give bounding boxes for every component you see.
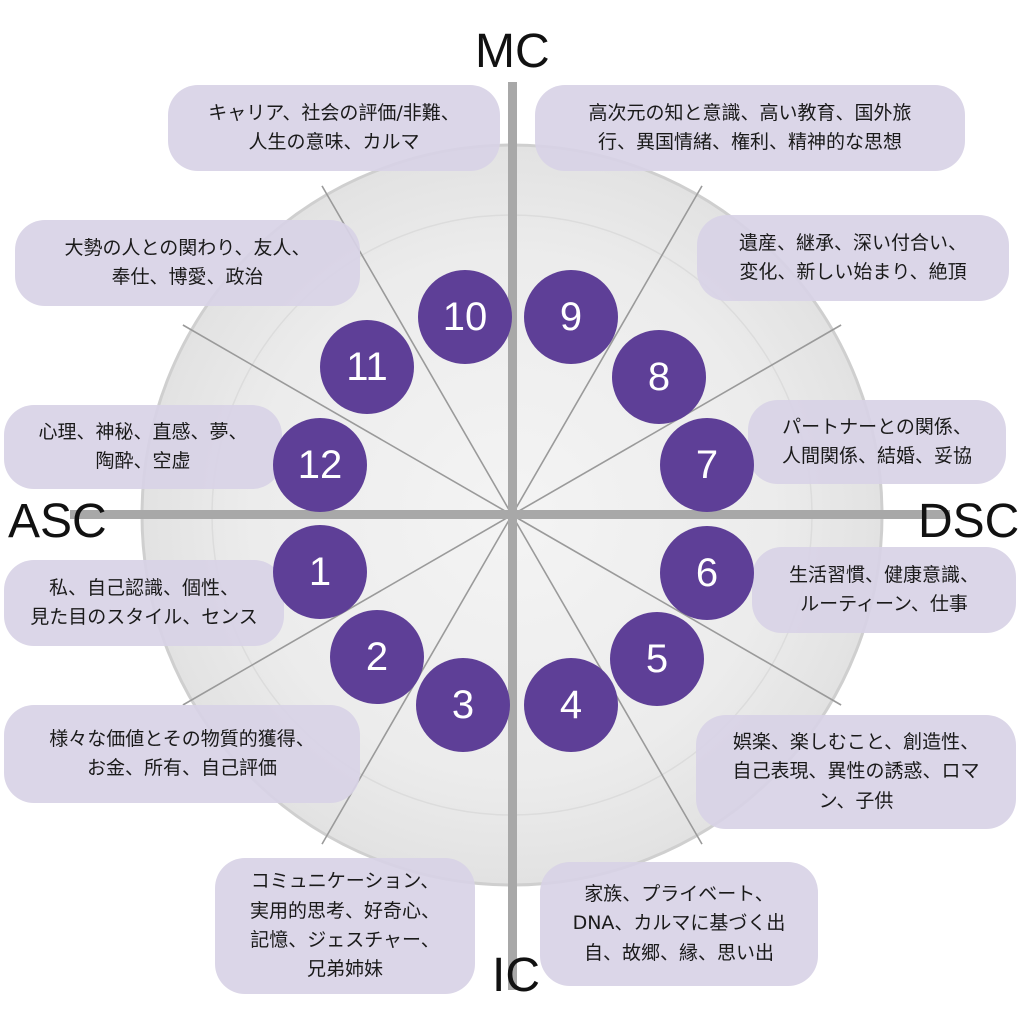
house-12-description: 心理、神秘、直感、夢、 陶酔、空虚 <box>4 405 282 489</box>
asc-dsc-axis-line <box>70 510 950 519</box>
house-6-line: 生活習慣、健康意識、 <box>788 563 979 586</box>
house-11-description: 大勢の人との関わり、友人、 奉仕、博愛、政治 <box>15 220 360 306</box>
house-9-line: 高次元の知と意識、高い教育、国外旅 <box>588 101 912 124</box>
house-divider-line <box>511 514 842 706</box>
house-3-description: コミュニケーション、 実用的思考、好奇心、 記憶、ジェスチャー、 兄弟姉妹 <box>215 858 475 994</box>
house-1-line: 私、自己認識、個性、 <box>48 576 239 599</box>
axis-label-asc: ASC <box>8 495 107 548</box>
house-4-line: 家族、プライベート、 <box>584 882 774 905</box>
house-3-line: コミュニケーション、 <box>250 870 440 893</box>
house-6-line: ルーティーン、仕事 <box>800 593 968 615</box>
house-number-11: 11 <box>320 320 414 414</box>
house-number-6: 6 <box>660 526 754 620</box>
axis-label-ic: IC <box>492 949 540 1002</box>
house-3-line: 兄弟姉妹 <box>306 958 383 981</box>
mc-ic-axis-line <box>508 82 517 990</box>
house-7-line: パートナーとの関係、 <box>782 415 972 438</box>
house-12-line: 心理、神秘、直感、夢、 <box>38 420 248 443</box>
house-number-2: 2 <box>330 610 424 704</box>
house-10-line: 人生の意味、カルマ <box>248 131 420 153</box>
axis-label-mc: MC <box>475 25 550 78</box>
house-number-3: 3 <box>416 658 510 752</box>
house-1-description: 私、自己認識、個性、 見た目のスタイル、センス <box>4 560 284 646</box>
house-number-7: 7 <box>660 418 754 512</box>
house-number-5: 5 <box>610 612 704 706</box>
house-5-line: ン、子供 <box>818 789 894 812</box>
house-10-line: キャリア、社会の評価/非難、 <box>208 101 460 124</box>
house-8-description: 遺産、継承、深い付合い、 変化、新しい始まり、絶頂 <box>697 215 1009 301</box>
house-10-description: キャリア、社会の評価/非難、 人生の意味、カルマ <box>168 85 500 171</box>
house-2-line: 様々な価値とその物質的獲得、 <box>49 727 315 750</box>
house-7-description: パートナーとの関係、 人間関係、結婚、妥協 <box>748 400 1006 484</box>
house-5-line: 自己表現、異性の誘惑、ロマ <box>732 760 980 783</box>
house-number-9: 9 <box>524 270 618 364</box>
house-number-1: 1 <box>273 525 367 619</box>
house-number-10: 10 <box>418 270 512 364</box>
house-12-line: 陶酔、空虚 <box>95 450 191 472</box>
house-7-line: 人間関係、結婚、妥協 <box>781 445 972 467</box>
house-5-line: 娯楽、楽しむこと、創造性、 <box>732 730 980 753</box>
axis-label-dsc: DSC <box>918 495 1020 548</box>
house-4-line: 自、故郷、縁、思い出 <box>583 941 774 964</box>
house-number-12: 12 <box>273 418 367 512</box>
house-8-line: 変化、新しい始まり、絶頂 <box>739 261 967 283</box>
house-number-8: 8 <box>612 330 706 424</box>
house-2-description: 様々な価値とその物質的獲得、 お金、所有、自己評価 <box>4 705 360 803</box>
house-1-line: 見た目のスタイル、センス <box>30 606 258 628</box>
house-4-description: 家族、プライベート、 DNA、カルマに基づく出 自、故郷、縁、思い出 <box>540 862 818 986</box>
house-3-line: 実用的思考、好奇心、 <box>249 899 440 922</box>
house-6-description: 生活習慣、健康意識、 ルーティーン、仕事 <box>752 547 1016 633</box>
house-number-4: 4 <box>524 658 618 752</box>
house-11-line: 大勢の人との関わり、友人、 <box>64 236 311 259</box>
house-3-line: 記憶、ジェスチャー、 <box>250 929 440 951</box>
house-4-line: DNA、カルマに基づく出 <box>572 912 786 935</box>
house-11-line: 奉仕、博愛、政治 <box>111 266 264 288</box>
house-divider-line <box>182 324 513 516</box>
house-9-line: 行、異国情緒、権利、精神的な思想 <box>597 131 902 153</box>
house-divider-line <box>511 185 703 516</box>
house-2-line: お金、所有、自己評価 <box>86 757 277 779</box>
house-8-line: 遺産、継承、深い付合い、 <box>738 231 967 254</box>
house-9-description: 高次元の知と意識、高い教育、国外旅 行、異国情緒、権利、精神的な思想 <box>535 85 965 171</box>
house-5-description: 娯楽、楽しむこと、創造性、 自己表現、異性の誘惑、ロマ ン、子供 <box>696 715 1016 829</box>
